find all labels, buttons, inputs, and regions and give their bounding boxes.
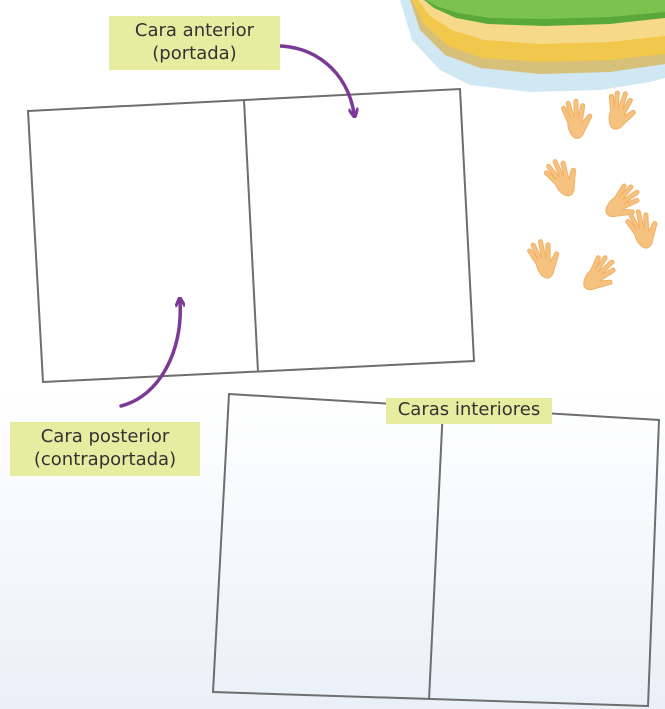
front-cover-label: Cara anterior (portada) — [109, 16, 280, 70]
inside-pages-label-line1: Caras interiores — [390, 398, 548, 421]
inside-fold-line — [429, 407, 443, 700]
cover-fold-line — [244, 100, 258, 372]
inside-diagram — [213, 394, 659, 706]
island-illustration — [400, 0, 665, 92]
front-cover-label-line2: (portada) — [117, 42, 272, 65]
back-cover-label-line2: (contraportada) — [18, 448, 192, 471]
back-cover-arrow — [121, 302, 180, 406]
hand-print-icon — [525, 89, 663, 299]
front-cover-arrow — [271, 46, 354, 113]
back-cover-label-line1: Cara posterior — [18, 425, 192, 448]
back-cover-label: Cara posterior (contraportada) — [10, 422, 200, 476]
inside-pages-label: Caras interiores — [386, 398, 552, 424]
cover-diagram — [28, 89, 474, 382]
front-cover-label-line1: Cara anterior — [117, 19, 272, 42]
